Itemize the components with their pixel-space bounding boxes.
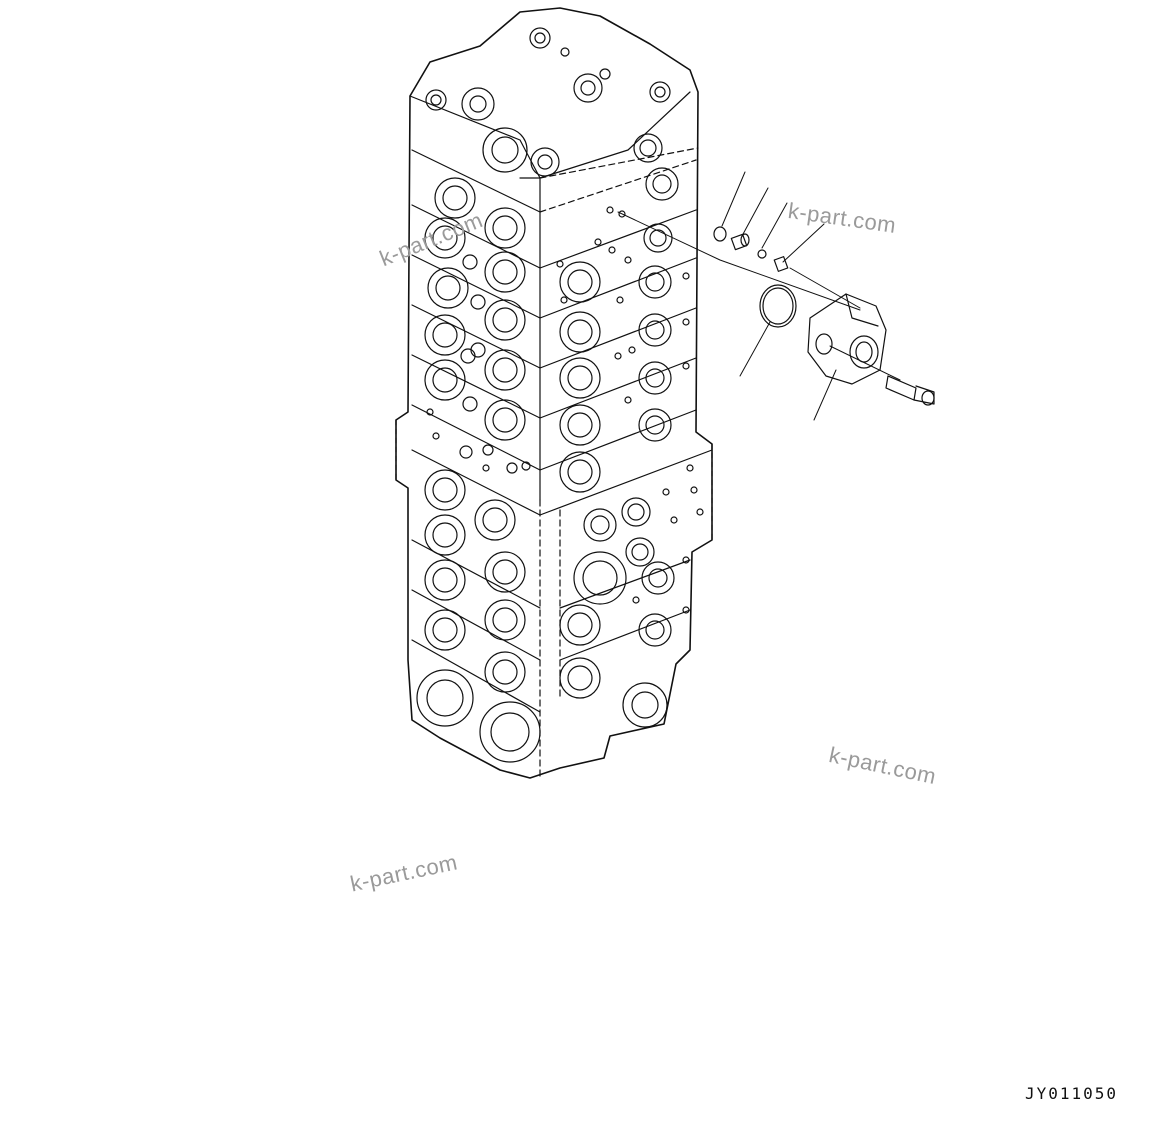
cover-block: [807, 293, 887, 385]
ball: [757, 249, 767, 259]
assembly-center-lines: [617, 211, 901, 381]
bolt: [885, 375, 935, 406]
o-ring-large: [759, 284, 797, 328]
spring: [773, 256, 789, 272]
callout-leader-lines: [721, 171, 837, 421]
control-valve-body: [395, 7, 713, 781]
o-ring-small: [713, 226, 727, 242]
plug-sleeve: [730, 233, 750, 251]
drawing-code: JY011050: [1024, 1084, 1118, 1103]
